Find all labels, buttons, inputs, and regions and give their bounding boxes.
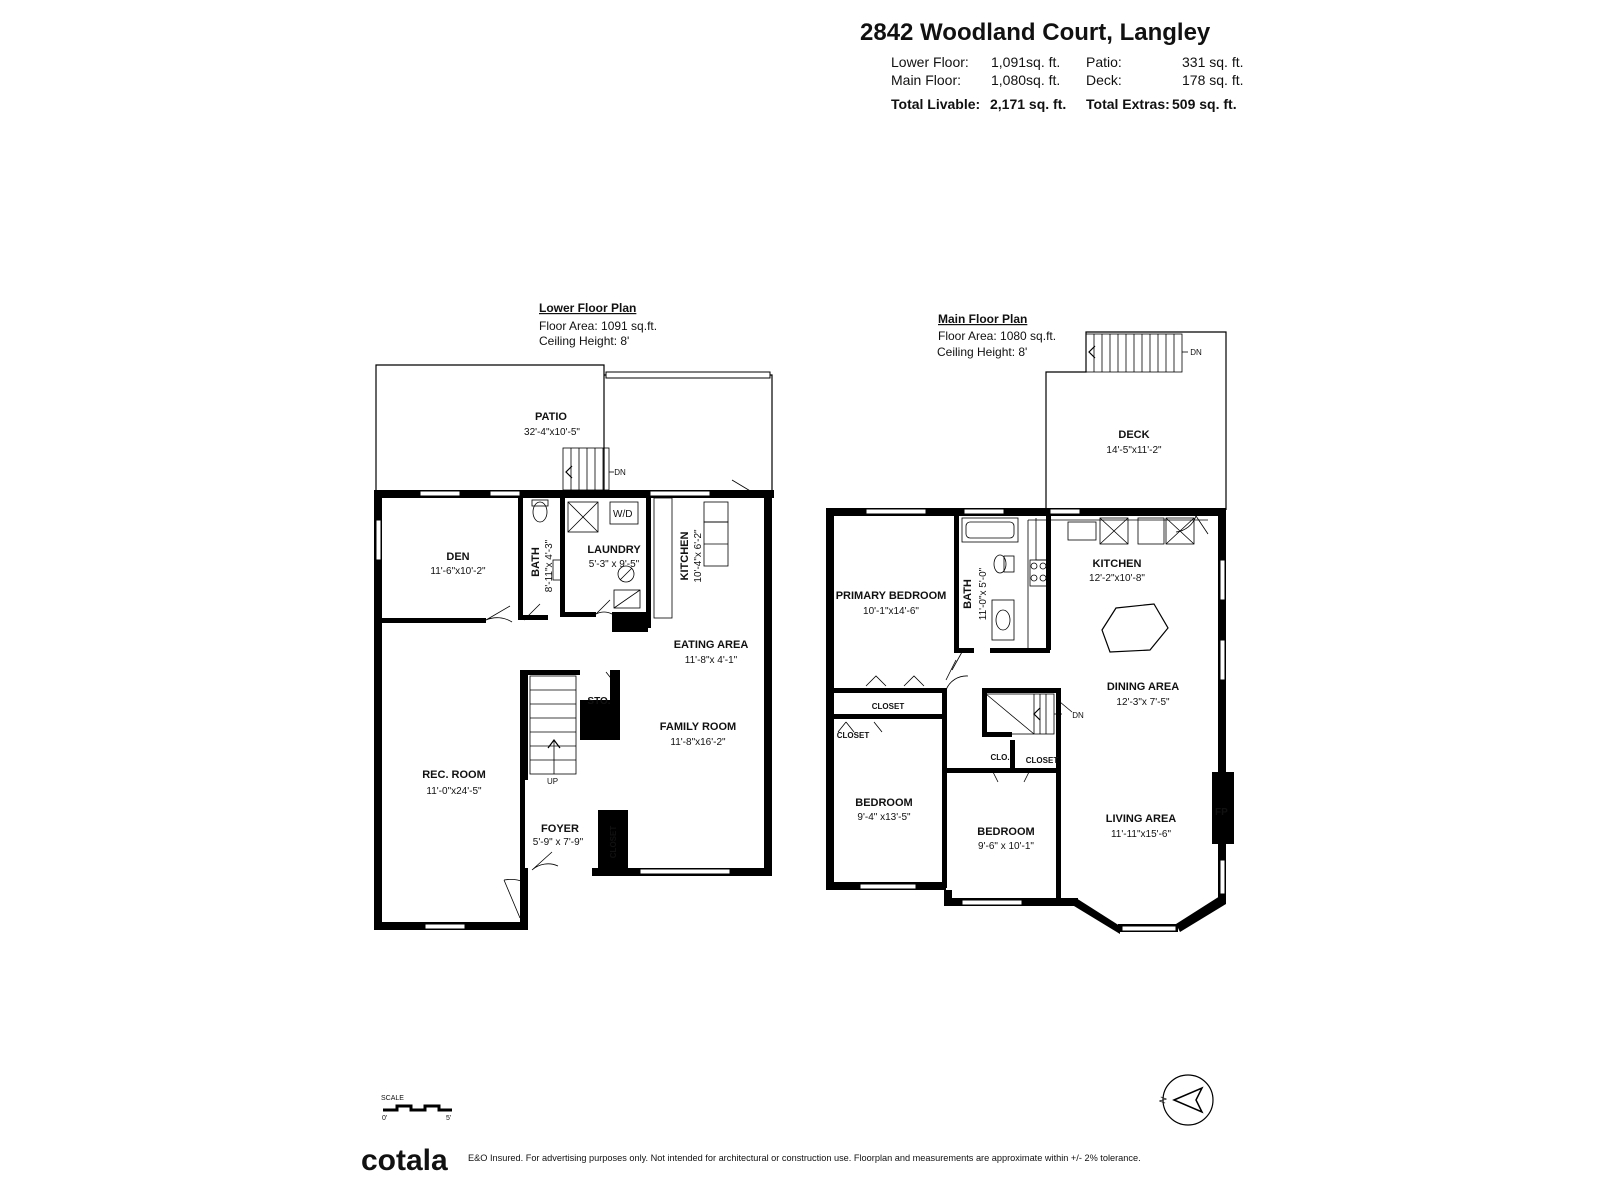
- bedroom2-closet-label: CLOSET: [1026, 756, 1059, 765]
- scale-five: 5': [446, 1115, 451, 1122]
- main-floor-label: Main Floor:: [891, 72, 961, 88]
- lower-floor-ceiling: Ceiling Height: 8': [539, 334, 629, 348]
- scale-label: SCALE: [381, 1095, 404, 1102]
- footer: cotala E&O Insured. For advertising purp…: [361, 1144, 1141, 1177]
- deck-stairs: [1085, 333, 1188, 373]
- sto-label: STO.: [587, 696, 610, 707]
- lower-kitchen-dim: 10'-4"x 6'-2": [693, 529, 704, 583]
- main-bath-name: BATH: [962, 579, 974, 609]
- main-floor-title: Main Floor Plan: [938, 312, 1027, 326]
- family-room-dim: 11'-8"x16'-2": [670, 737, 726, 748]
- main-kitchen-dim: 12'-2"x10'-8": [1089, 573, 1145, 584]
- foyer-dim: 5'-9" x 7'-9": [533, 837, 584, 848]
- lower-room-labels: PATIO 32'-4"x10'-5" DN DEN 11'-6"x10'-2"…: [422, 411, 748, 858]
- main-fixtures: [961, 517, 1208, 653]
- dining-area-dim: 12'-3"x 7'-5": [1116, 697, 1170, 708]
- lower-interior-stairs: UP: [529, 675, 577, 786]
- living-area-dim: 11'-11"x15'-6": [1111, 829, 1171, 840]
- fp-label: FP: [1215, 807, 1228, 818]
- lower-doors: [485, 479, 753, 919]
- total-extras-value: 509 sq. ft.: [1172, 96, 1237, 112]
- lower-floor-title: Lower Floor Plan: [539, 301, 636, 315]
- main-doors: [837, 515, 1209, 783]
- eating-area-name: EATING AREA: [674, 639, 749, 651]
- compass-north-icon: N: [1157, 1095, 1169, 1105]
- rec-room-dim: 11'-0"x24'-5": [426, 786, 482, 797]
- patio-stairs: [562, 447, 614, 491]
- lower-windows: [375, 490, 731, 930]
- main-room-labels: DECK 14'-5"x11'-2" DN PRIMARY BEDROOM 10…: [836, 348, 1202, 852]
- scale-zero: 0': [382, 1115, 387, 1122]
- dining-area-name: DINING AREA: [1107, 681, 1179, 693]
- disclaimer-text: E&O Insured. For advertising purposes on…: [468, 1153, 1141, 1163]
- total-livable-label: Total Livable:: [891, 96, 980, 112]
- bedroom2-dim: 9'-6" x 10'-1": [978, 841, 1034, 852]
- deck-dim: 14'-5"x11'-2": [1106, 445, 1162, 456]
- main-windows: [859, 508, 1226, 932]
- lower-interior-walls: [374, 498, 651, 870]
- den-dim: 11'-6"x10'-2": [430, 566, 486, 577]
- fireplace: FP: [1213, 785, 1233, 835]
- bedroom1-name: BEDROOM: [855, 797, 912, 809]
- patio-stairs-dn-label: DN: [614, 468, 626, 477]
- wd-label: W/D: [613, 509, 632, 520]
- primary-bedroom-name: PRIMARY BEDROOM: [836, 590, 947, 602]
- deck-value: 178 sq. ft.: [1182, 72, 1243, 88]
- laundry-dim: 5'-3" x 9'-5": [589, 559, 640, 570]
- brand-logo: cotala: [361, 1144, 448, 1177]
- total-extras-label: Total Extras:: [1086, 96, 1170, 112]
- deck-stairs-dn-label: DN: [1190, 348, 1202, 357]
- address-title: 2842 Woodland Court, Langley: [860, 19, 1211, 46]
- main-interior-walls: [826, 516, 1061, 902]
- lower-exterior-walls: [374, 490, 774, 930]
- patio-dim: 32'-4"x10'-5": [524, 427, 580, 438]
- main-stairs-dn-label: DN: [1072, 711, 1084, 720]
- lower-floor-value: 1,091sq. ft.: [991, 54, 1060, 70]
- living-area-name: LIVING AREA: [1106, 813, 1177, 825]
- bedroom2-name: BEDROOM: [977, 826, 1034, 838]
- laundry-name: LAUNDRY: [587, 544, 641, 556]
- clo-label: CLO.: [990, 753, 1009, 762]
- lower-floor-label: Lower Floor:: [891, 54, 969, 70]
- deck-label: Deck:: [1086, 72, 1122, 88]
- foyer-closet-label: CLOSET: [609, 826, 618, 859]
- bedroom1-dim: 9'-4" x13'-5": [857, 812, 911, 823]
- scale-bar: SCALE 0' 5': [381, 1095, 452, 1122]
- lower-bath-name: BATH: [530, 547, 542, 577]
- lower-fixtures: W/D: [531, 497, 729, 619]
- main-floor-plan: Main Floor Plan Floor Area: 1080 sq.ft. …: [826, 312, 1234, 934]
- header: 2842 Woodland Court, Langley Lower Floor…: [860, 19, 1243, 112]
- lower-floor-plan: Lower Floor Plan Floor Area: 1091 sq.ft.…: [374, 301, 774, 930]
- rec-room-name: REC. ROOM: [422, 769, 486, 781]
- patio-value: 331 sq. ft.: [1182, 54, 1243, 70]
- eating-area-dim: 11'-8"x 4'-1": [685, 655, 738, 666]
- main-interior-stairs: [985, 693, 1062, 735]
- main-floor-ceiling: Ceiling Height: 8': [937, 345, 1027, 359]
- primary-bedroom-dim: 10'-1"x14'-6": [863, 606, 919, 617]
- deck-name: DECK: [1118, 429, 1149, 441]
- lower-floor-area: Floor Area: 1091 sq.ft.: [539, 319, 657, 333]
- bedroom1-closet-label: CLOSET: [837, 731, 870, 740]
- lower-stairs-up-label: UP: [547, 777, 558, 786]
- deck-outline: [1045, 331, 1227, 510]
- main-floor-value: 1,080sq. ft.: [991, 72, 1060, 88]
- lower-bath-dim: 8'-11"x 4'-3": [544, 539, 555, 592]
- foyer-name: FOYER: [541, 823, 579, 835]
- total-livable-value: 2,171 sq. ft.: [990, 96, 1066, 112]
- family-room-name: FAMILY ROOM: [660, 721, 736, 733]
- patio-outline: [375, 364, 773, 492]
- main-kitchen-name: KITCHEN: [1093, 558, 1142, 570]
- main-bath-dim: 11'-0"x 5'-0": [978, 567, 989, 620]
- patio-label: Patio:: [1086, 54, 1122, 70]
- primary-closet-label: CLOSET: [872, 702, 905, 711]
- lower-kitchen-name: KITCHEN: [679, 532, 691, 581]
- den-name: DEN: [446, 551, 469, 563]
- main-floor-area: Floor Area: 1080 sq.ft.: [938, 329, 1056, 343]
- compass: N: [1157, 1074, 1214, 1126]
- patio-name: PATIO: [535, 411, 567, 423]
